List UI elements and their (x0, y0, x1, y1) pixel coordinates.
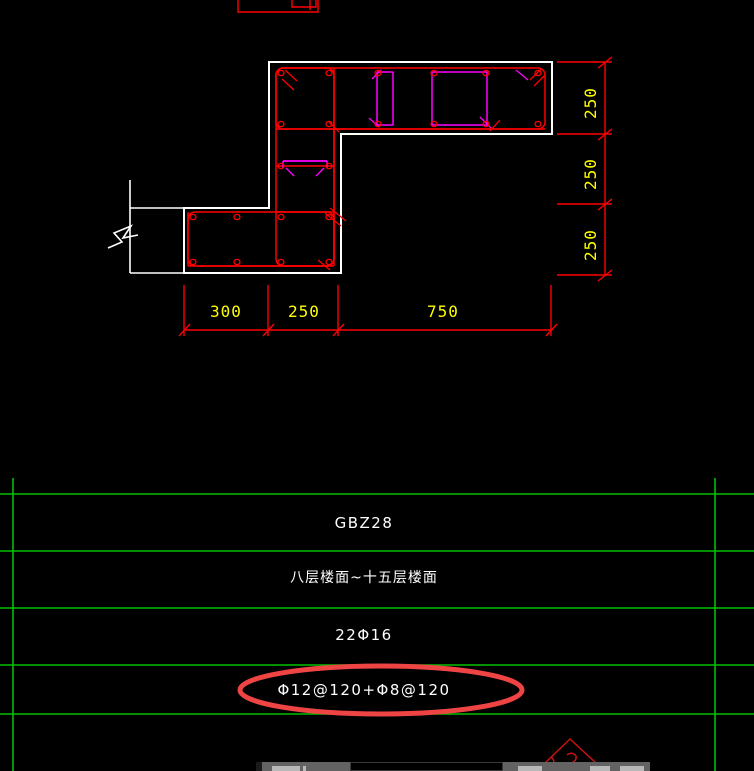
rebar-cage-outlines (187, 67, 546, 267)
command-bar-label-right-3 (620, 766, 644, 771)
command-bar-label-right-1 (518, 766, 542, 771)
rebar-dots (189, 69, 542, 266)
command-bar-label-left (272, 766, 300, 771)
tie-bars (282, 71, 488, 168)
command-bar-caret (303, 766, 306, 771)
break-line-symbol (107, 224, 139, 249)
dim-label-250-v3: 250 (581, 229, 600, 261)
dim-label-750: 750 (427, 302, 459, 321)
table-cell-longitudinal-rebar: 22Φ16 (335, 626, 393, 644)
command-input-field[interactable] (350, 762, 503, 771)
table-cell-column-id: GBZ28 (334, 514, 394, 532)
command-bar-label-right-2 (590, 766, 610, 771)
command-bar[interactable] (0, 762, 754, 771)
table-cell-stirrup-spec: Φ12@120+Φ8@120 (277, 681, 451, 699)
horizontal-dimension-line (178, 285, 558, 337)
dim-label-250-v1: 250 (581, 87, 600, 119)
rebar-hook-ticks (281, 68, 546, 271)
column-outline (183, 61, 553, 274)
tie-hooks (285, 69, 529, 177)
partial-shape-top (237, 0, 319, 13)
command-bar-panel-left[interactable] (262, 762, 350, 771)
dim-label-300: 300 (210, 302, 242, 321)
command-bar-panel-right[interactable] (503, 762, 650, 771)
dim-label-250-h: 250 (288, 302, 320, 321)
table-cell-story-range: 八层楼面~十五层楼面 (290, 570, 438, 586)
vertical-dimension-line (557, 56, 613, 282)
dim-label-250-v2: 250 (581, 158, 600, 190)
wall-continuation-lines (107, 180, 184, 274)
command-bar-left-edge (256, 762, 262, 771)
red-ellipse-highlight (237, 663, 525, 717)
